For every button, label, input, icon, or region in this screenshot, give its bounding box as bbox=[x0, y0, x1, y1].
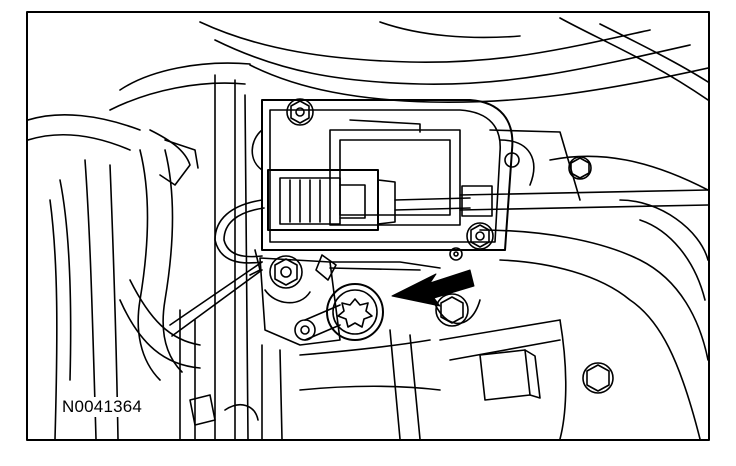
lower-block bbox=[479, 349, 541, 401]
bottom-clips bbox=[189, 394, 259, 426]
lower-housing bbox=[261, 319, 561, 439]
upper-hoses bbox=[109, 17, 708, 111]
figure-id-label: N0041364 bbox=[60, 397, 145, 417]
housing-bolt-top bbox=[286, 98, 314, 126]
wire-harness bbox=[169, 199, 265, 337]
right-bracket bbox=[489, 129, 708, 201]
transmission-case bbox=[479, 199, 708, 439]
sensor-bolt-left bbox=[264, 255, 311, 304]
torx-screw bbox=[326, 283, 384, 341]
bolt-lower-left bbox=[294, 304, 341, 341]
left-hose bbox=[28, 114, 201, 439]
figure-frame bbox=[26, 11, 710, 441]
small-stud bbox=[449, 247, 463, 261]
pointer-arrow bbox=[391, 269, 475, 307]
lower-bracket bbox=[259, 254, 441, 346]
bracket-vertical bbox=[179, 74, 249, 439]
electrical-connector bbox=[267, 169, 471, 231]
sensor-bolt-right bbox=[466, 222, 494, 250]
linkage-rod bbox=[459, 185, 708, 217]
